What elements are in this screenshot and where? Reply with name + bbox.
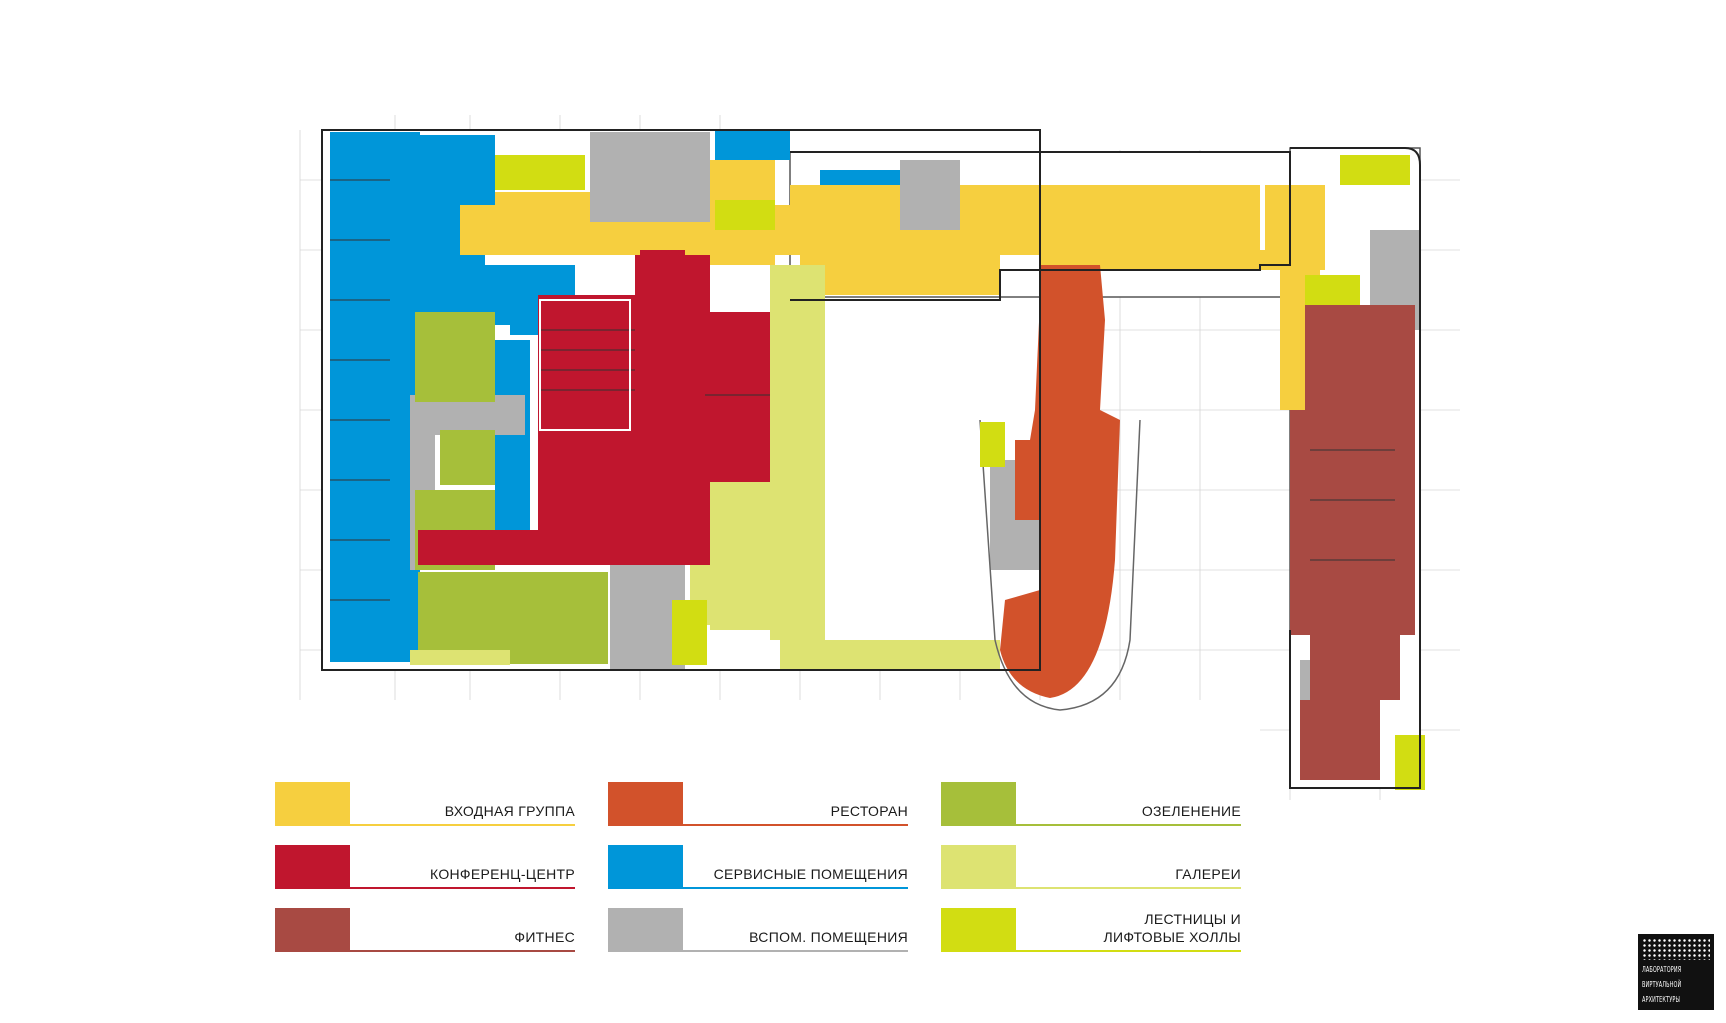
zone-conference [418, 250, 770, 565]
legend-underline [1016, 887, 1241, 889]
legend-swatch [941, 845, 1016, 889]
legend-underline [1016, 824, 1241, 826]
legend-label: СЕРВИСНЫЕ ПОМЕЩЕНИЯ [713, 866, 908, 882]
legend-item-greenery: ОЗЕЛЕНЕНИЕ [941, 782, 1241, 826]
logo-line-3: АРХИТЕКТУРЫ [1642, 995, 1680, 1004]
restaurant-hull [979, 419, 1141, 711]
legend-swatch [275, 845, 350, 889]
logo-line-1: ЛАБОРАТОРИЯ [1642, 965, 1682, 974]
legend-item-fitness: ФИТНЕС [275, 908, 575, 952]
legend-underline [350, 950, 575, 952]
legend-label: РЕСТОРАН [830, 803, 908, 819]
legend-item-stairs: ЛЕСТНИЦЫ И ЛИФТОВЫЕ ХОЛЛЫ [941, 908, 1241, 952]
lab-logo: ЛАБОРАТОРИЯ ВИРТУАЛЬНОЙ АРХИТЕКТУРЫ [1638, 934, 1714, 1010]
legend-swatch [275, 908, 350, 952]
legend-item-service: СЕРВИСНЫЕ ПОМЕЩЕНИЯ [608, 845, 908, 889]
legend-label: КОНФЕРЕНЦ-ЦЕНТР [430, 866, 575, 882]
logo-line-2: ВИРТУАЛЬНОЙ [1642, 980, 1682, 989]
legend-swatch [608, 845, 683, 889]
outer-walls [321, 129, 1421, 789]
legend-swatch [941, 782, 1016, 826]
legend-item-entrance: ВХОДНАЯ ГРУППА [275, 782, 575, 826]
wall-lines [330, 179, 1395, 601]
legend-item-restaurant: РЕСТОРАН [608, 782, 908, 826]
legend-underline [350, 887, 575, 889]
legend-swatch [941, 908, 1016, 952]
legend-underline [683, 824, 908, 826]
legend-label: ЛЕСТНИЦЫ И ЛИФТОВЫЕ ХОЛЛЫ [1103, 911, 1241, 945]
zone-fitness [1290, 305, 1415, 780]
logo-text: ЛАБОРАТОРИЯ ВИРТУАЛЬНОЙ АРХИТЕКТУРЫ [1642, 962, 1684, 1007]
legend-swatch [608, 908, 683, 952]
logo-dot-pattern [1642, 938, 1710, 960]
legend-label: ОЗЕЛЕНЕНИЕ [1141, 803, 1241, 819]
legend-swatch [275, 782, 350, 826]
legend-label: ВХОДНАЯ ГРУППА [444, 803, 575, 819]
legend-item-conference: КОНФЕРЕНЦ-ЦЕНТР [275, 845, 575, 889]
legend-label: ВСПОМ. ПОМЕЩЕНИЯ [749, 929, 908, 945]
legend-underline [683, 950, 908, 952]
legend-swatch [608, 782, 683, 826]
auditorium [539, 299, 631, 431]
legend-underline [350, 824, 575, 826]
legend-label: ГАЛЕРЕИ [1175, 866, 1241, 882]
legend-underline [683, 887, 908, 889]
zone-restaurant [1000, 265, 1120, 698]
legend-label: ФИТНЕС [514, 929, 575, 945]
legend-item-galleries: ГАЛЕРЕИ [941, 845, 1241, 889]
legend-item-auxiliary: ВСПОМ. ПОМЕЩЕНИЯ [608, 908, 908, 952]
legend-underline [1016, 950, 1241, 952]
